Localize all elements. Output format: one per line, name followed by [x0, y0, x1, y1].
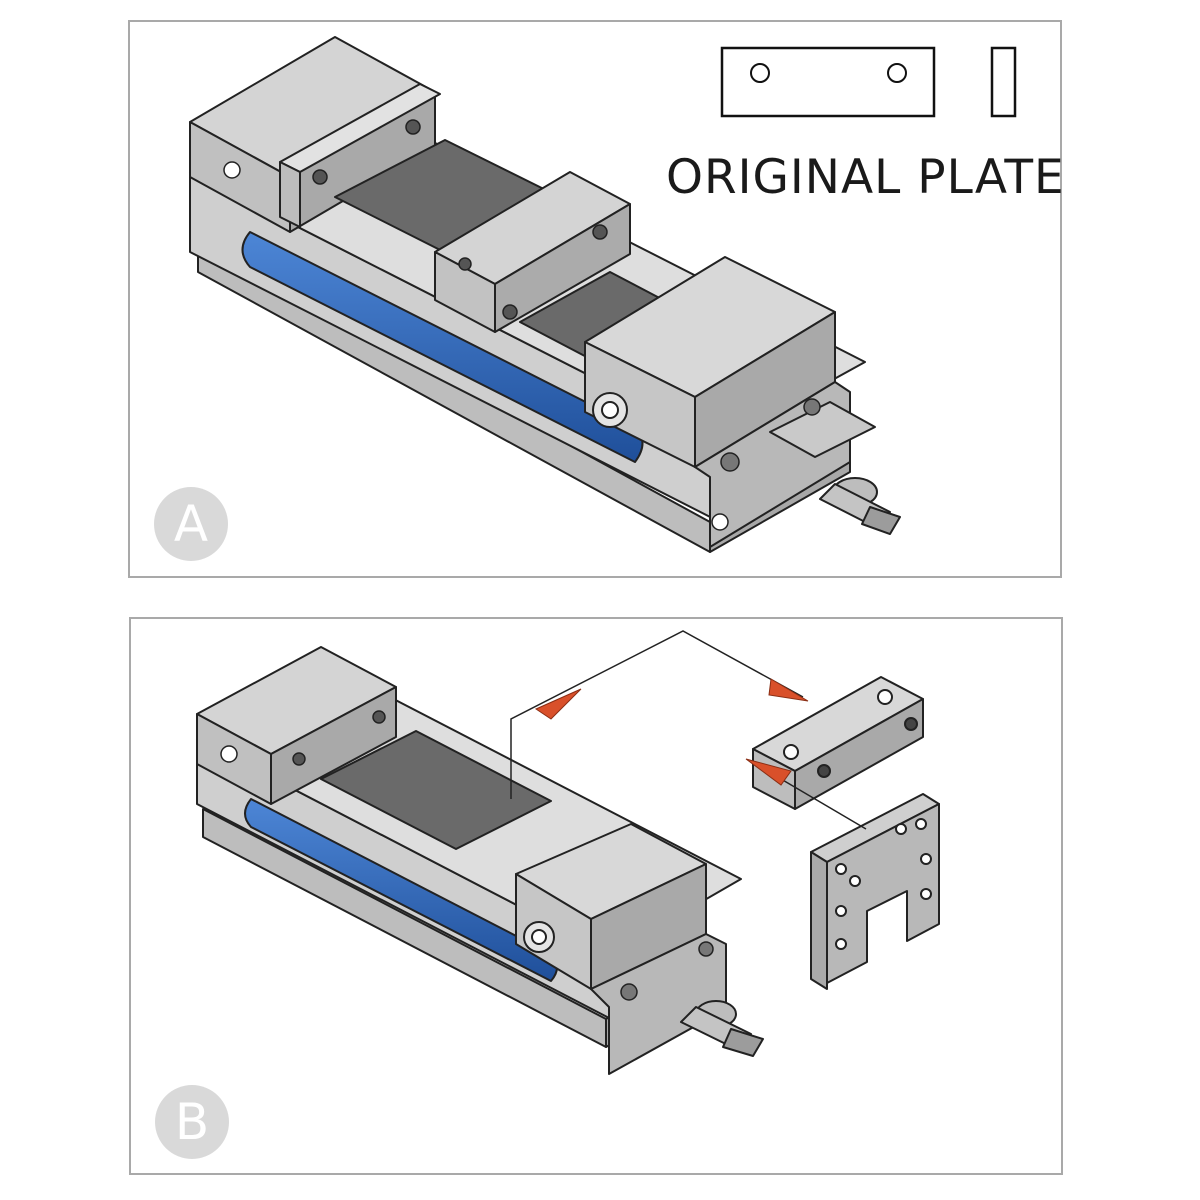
direction-arrow	[510, 630, 867, 830]
panel-b: B	[129, 617, 1063, 1175]
panel-a: ORIGINAL PLATE A	[128, 20, 1065, 578]
replacement-end-plate	[810, 793, 940, 990]
vise-illustration-b	[196, 630, 940, 1075]
panel-badge-b: B	[155, 1085, 229, 1159]
original-plate-label: ORIGINAL PLATE	[666, 150, 1065, 205]
panel-badge-a: A	[154, 487, 228, 561]
original-plate-front-view	[720, 46, 936, 118]
vise-illustration-a	[189, 36, 1017, 553]
original-plate-side-view	[990, 46, 1017, 118]
